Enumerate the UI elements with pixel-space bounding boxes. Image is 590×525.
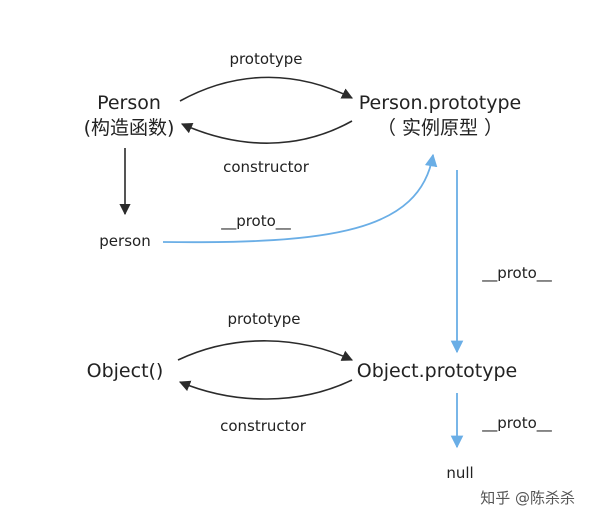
arrow-instance-proto [162, 153, 438, 244]
node-null: null [446, 464, 473, 482]
node-person-subtitle: (构造函数) [84, 117, 175, 139]
label-person-constructor: constructor [223, 158, 310, 176]
label-object-prototype: prototype [227, 310, 300, 328]
node-person-instance: person [99, 232, 150, 250]
node-person: Person [97, 92, 161, 114]
arrow-person-to-prototype [179, 76, 354, 102]
node-object-prototype: Object.prototype [357, 360, 518, 382]
arrow-prototype-to-person-constructor [180, 120, 353, 144]
node-person-prototype: Person.prototype [359, 92, 521, 114]
label-prototype-proto: __proto__ [481, 264, 552, 283]
label-object-prototype-proto: __proto__ [481, 414, 552, 433]
watermark: 知乎 @陈杀杀 [480, 489, 575, 507]
label-instance-proto: __proto__ [220, 212, 291, 231]
label-object-constructor: constructor [220, 417, 307, 435]
arrow-object-prototype-to-constructor [178, 379, 353, 400]
arrow-object-to-prototype [177, 340, 354, 361]
node-person-prototype-subtitle: （ 实例原型 ） [377, 117, 503, 139]
label-person-prototype: prototype [229, 50, 302, 68]
node-object-constructor: Object() [87, 360, 164, 382]
